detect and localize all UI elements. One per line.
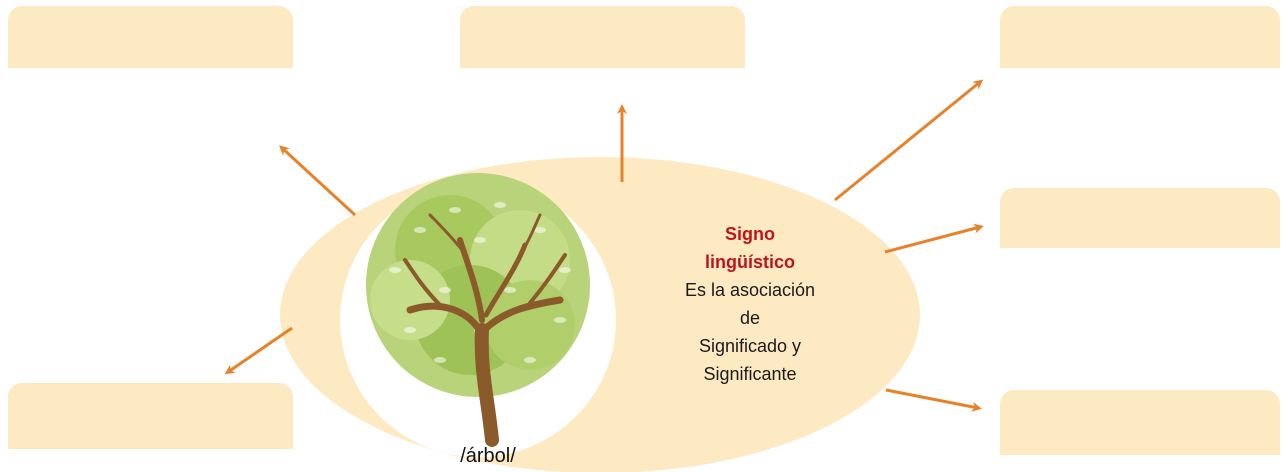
answer-box-top-right[interactable] [1000, 6, 1280, 68]
concept-text-line4: Significante [703, 364, 797, 384]
tree-caption: /árbol/ [460, 445, 516, 467]
answer-box-bottom-right[interactable] [1000, 390, 1280, 455]
concept-title-line2: lingüístico [705, 252, 795, 272]
concept-title-line1: Signo [725, 224, 775, 244]
arrow-top-right [834, 79, 984, 202]
answer-box-top-left[interactable] [8, 6, 293, 68]
arrow-bottom-right [885, 388, 982, 412]
arrow-top-left [279, 145, 357, 217]
answer-box-bottom-left[interactable] [8, 383, 293, 449]
concept-text: Signo lingüístico Es la asociación de Si… [650, 220, 850, 388]
arrow-middle-right [884, 223, 984, 254]
concept-text-line2: de [739, 308, 761, 328]
arrow-bottom-left [224, 326, 293, 375]
concept-text-line1: Es la asociación [684, 280, 816, 300]
concept-text-line3: Significado y [698, 336, 802, 356]
answer-box-top-center[interactable] [460, 6, 745, 68]
answer-box-middle-right[interactable] [1000, 188, 1280, 248]
tree-icon [366, 173, 590, 447]
